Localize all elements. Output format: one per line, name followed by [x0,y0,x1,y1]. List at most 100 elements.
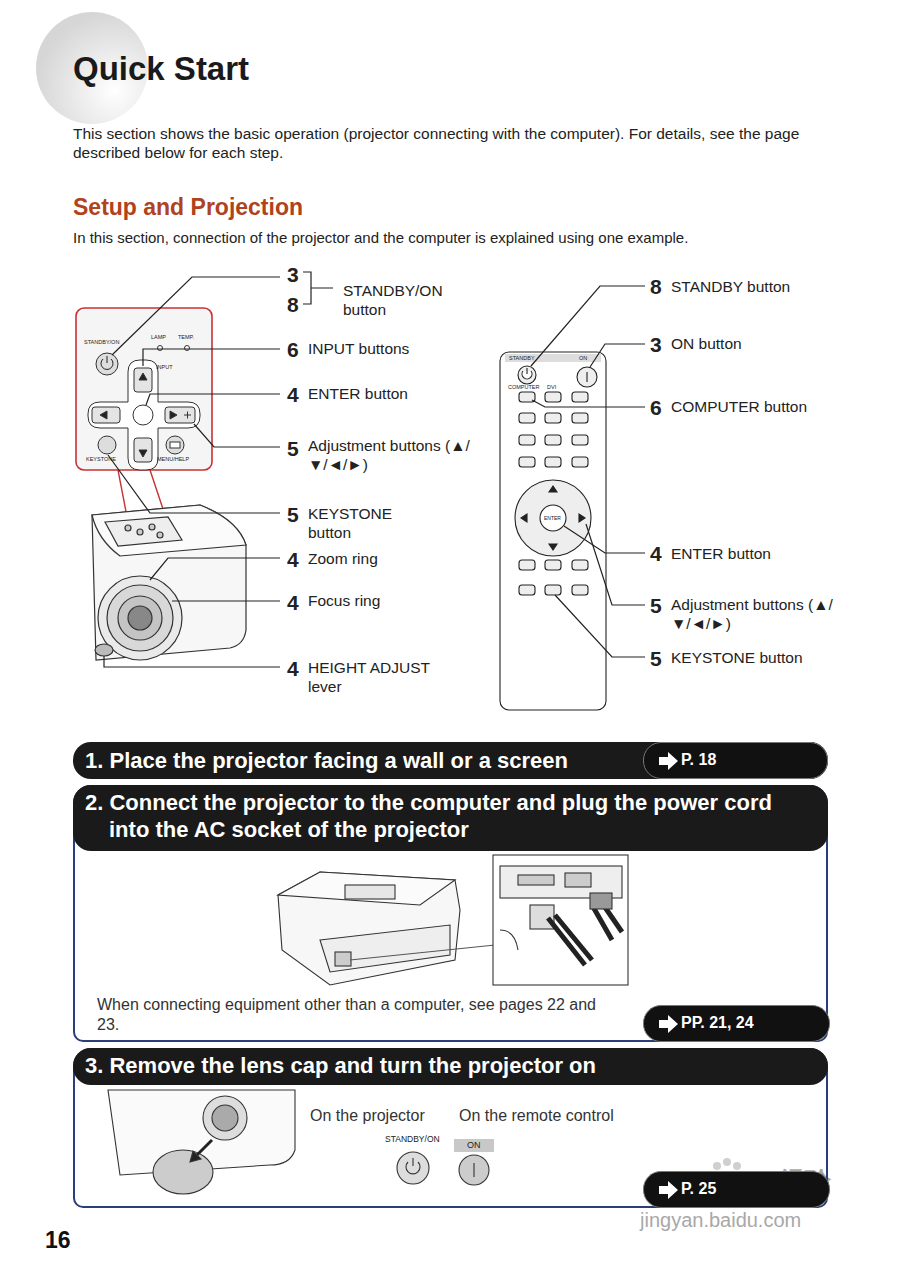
leader-lines [564,526,645,553]
remote-control [521,486,585,550]
step-band: 3. Remove the lens cap and turn the proj… [73,1048,828,1085]
button-label: ON [579,355,595,362]
lens-cap-drawing [190,1151,201,1162]
connection-drawing [493,855,628,985]
leader-lines [112,277,280,355]
connection-drawing [590,893,612,909]
button-label: ON [467,1140,487,1151]
remote-control [545,392,561,402]
remote-control [545,413,561,423]
step-heading: 3. Remove the lens cap and turn the proj… [109,1053,808,1080]
callout-number: 5 [650,646,670,672]
leader-lines [104,272,333,667]
callout-number: 4 [650,541,670,567]
page-reference: PP. 21, 24 [681,1014,754,1032]
button-label: COMPUTER [508,384,548,391]
remote-control [519,457,535,467]
button-label: ENTER [544,515,564,521]
leader-lines [194,424,280,447]
callout-number: 5 [287,436,307,462]
step-panel: 2. Connect the projector to the computer… [73,785,828,1042]
remote-control [522,368,532,379]
control-panel [100,411,107,419]
remote-control [572,560,588,570]
button-label: KEYSTONE [86,456,126,463]
callout-number: 5 [287,502,307,528]
control-panel [134,368,152,392]
leader-lines [532,400,645,407]
callout-number: 5 [650,593,670,619]
leader-lines [172,600,280,601]
step-bar: 1. Place the projector facing a wall or … [73,742,828,779]
control-panel [76,308,212,470]
remote-control [519,435,535,445]
callout-label: STANDBY button [671,278,861,297]
arrow-icon [659,1015,678,1033]
leader-lines [108,455,280,513]
lens-cap-drawing [397,1152,429,1184]
projector-drawing [105,517,182,546]
button-label: LAMP [151,334,175,341]
callout-label: KEYSTONE button [308,505,423,543]
remote-control [545,585,561,595]
button-label: STANDBY [509,355,543,362]
remote-control [505,354,601,362]
remote-control [500,352,606,710]
step-note: On the remote control [459,1106,649,1126]
leader-lines [590,344,645,367]
leader-lines [531,286,645,366]
callout-number: 3 [650,332,670,358]
control-panel [98,436,116,454]
lens-cap-drawing [108,1090,494,1194]
arrow-icon [658,751,680,771]
callout-number: 4 [287,547,307,573]
remote-control [572,435,588,445]
control-panel [139,450,147,457]
remote-control [545,560,561,570]
control-panel [158,346,163,351]
callout-label: STANDBY/ON button [343,282,473,320]
leader-lines [555,595,645,657]
remote-control [572,392,588,402]
leader-lines [150,558,280,580]
button-label: INPUT [156,364,180,371]
callout-label: Zoom ring [308,550,508,569]
step-heading: 2. Connect the projector to the computer… [109,790,808,844]
control-panel [101,356,113,369]
connection-drawing [518,875,554,885]
step-band: 2. Connect the projector to the computer… [73,785,828,851]
button-label: DVI [547,384,563,391]
callout-number: 4 [287,590,307,616]
callout-label: INPUT buttons [308,340,508,359]
arrow-icon [658,1014,680,1034]
callout-number: 8 [287,292,307,318]
step-heading: 1. Place the projector facing a wall or … [85,748,568,774]
control-panel [88,360,200,470]
connection-drawing [530,905,554,929]
button-label: MENU/HELP [157,456,201,463]
step-panel: 3. Remove the lens cap and turn the proj… [73,1048,828,1208]
connection-drawing [335,952,351,966]
page-reference: P. 25 [681,1180,716,1198]
projector-drawing [92,505,246,660]
control-panel [134,438,152,462]
lens-cap-drawing [196,1140,212,1156]
connection-drawing [500,930,518,950]
intro-paragraph: In this section, connection of the proje… [73,229,863,247]
callout-label: Adjustment buttons (▲/▼/◄/►) [308,437,473,475]
projector-drawing [107,585,173,651]
control-panel [170,442,180,448]
callout-number: 3 [287,262,307,288]
arrow-icon [658,1180,680,1200]
control-panel [133,405,153,425]
remote-control [572,585,588,595]
lens-cap-drawing [454,1139,494,1152]
page-reference: P. 18 [681,751,716,769]
leader-lines [146,394,280,405]
page-number: 16 [45,1226,85,1254]
projector-drawing [157,532,163,538]
control-panel [170,411,191,419]
callout-number: 8 [650,274,670,300]
button-label: TEMP. [178,334,206,341]
